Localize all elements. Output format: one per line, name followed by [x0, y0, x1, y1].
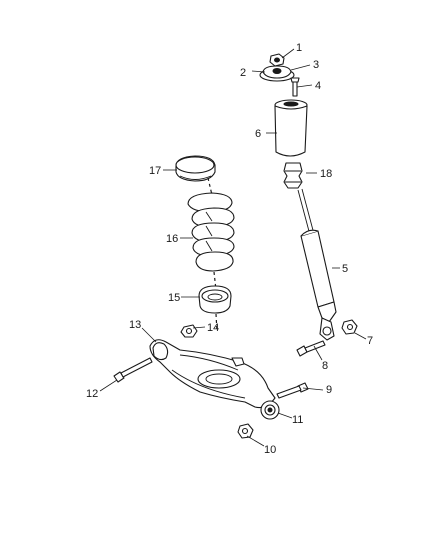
shock-lower-bolt: [296, 340, 326, 357]
lower-spring-isolator: [198, 285, 232, 314]
control-arm-bushing: [260, 400, 280, 420]
coil-spring: [187, 192, 235, 272]
dust-boot: [274, 99, 308, 157]
callout-13: 13: [129, 319, 141, 331]
callout-9: 9: [326, 384, 332, 396]
callout-18: 18: [320, 168, 332, 180]
upper-spring-isolator: [175, 155, 216, 182]
callout-1: 1: [296, 42, 302, 54]
callout-2: 2: [240, 67, 246, 79]
leader-lines: [99, 48, 367, 447]
callout-11: 11: [292, 414, 303, 426]
shock-nut: [341, 319, 358, 335]
upper-mount-bolt: [290, 77, 300, 97]
arm-nut-lower: [237, 423, 254, 439]
callout-17: 17: [149, 165, 161, 177]
callout-16: 16: [166, 233, 178, 245]
upper-mount: [259, 65, 295, 82]
arm-bolt-right: [276, 382, 309, 399]
arm-nut-upper: [180, 324, 198, 338]
callout-10: 10: [264, 444, 276, 456]
callout-6: 6: [255, 128, 261, 140]
callout-4: 4: [315, 80, 321, 92]
callout-8: 8: [322, 360, 328, 372]
callout-15: 15: [168, 292, 180, 304]
spring-centerline-upper: [207, 177, 213, 196]
callout-14: 14: [207, 322, 219, 334]
lower-control-arm: [149, 339, 276, 409]
callout-7: 7: [367, 335, 373, 347]
shock-absorber: [297, 188, 337, 341]
callout-5: 5: [342, 263, 348, 275]
upper-mount-nut: [269, 53, 285, 67]
arm-pivot-bolt: [113, 357, 153, 383]
callout-3: 3: [313, 59, 319, 71]
callout-12: 12: [86, 388, 98, 400]
jounce-bumper: [283, 162, 303, 189]
